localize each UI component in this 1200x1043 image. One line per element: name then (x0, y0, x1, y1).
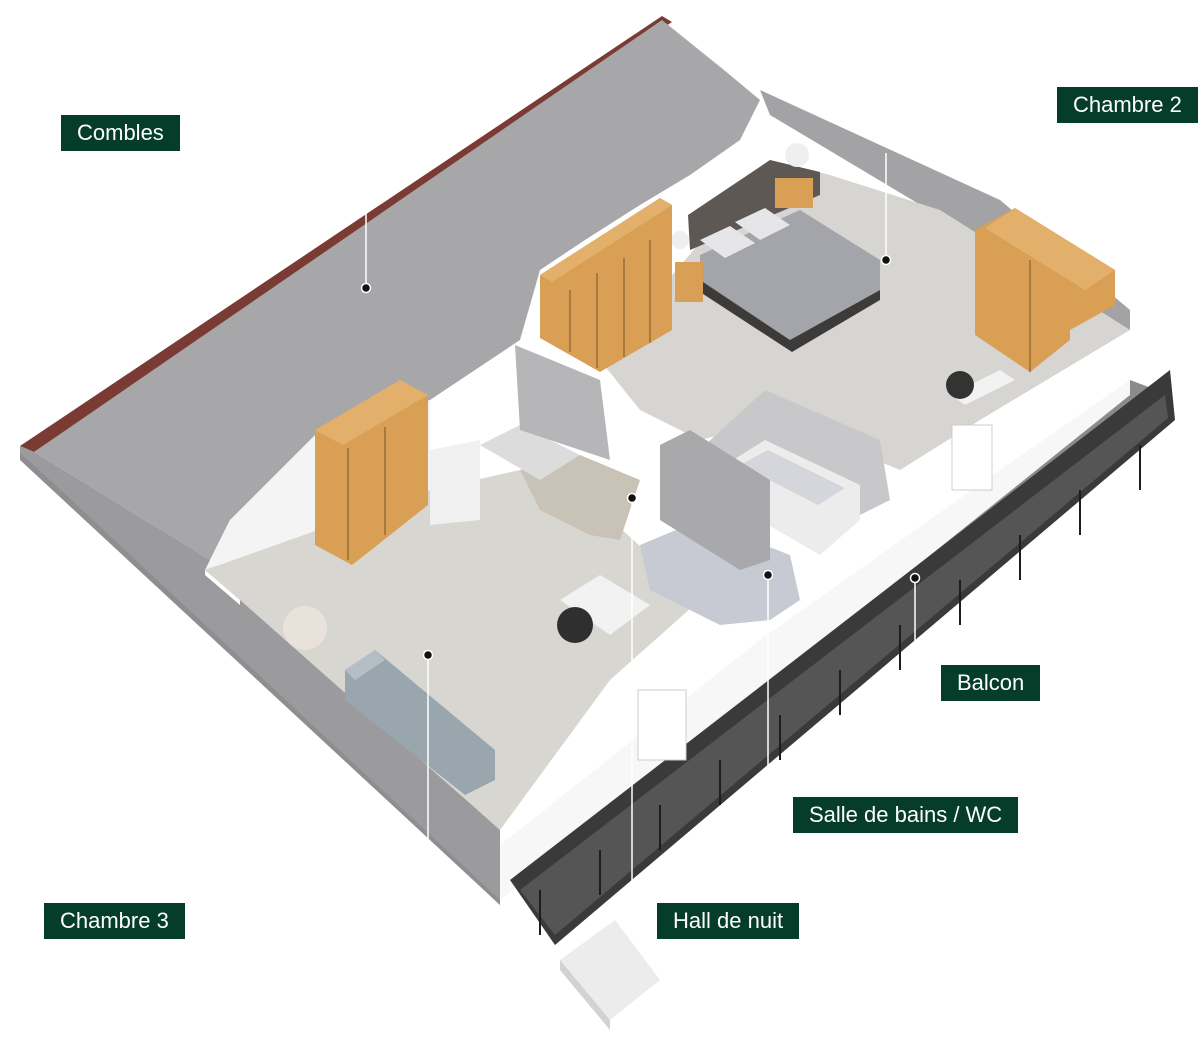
callout-dot (422, 649, 434, 661)
chair-chambre-2 (946, 371, 974, 399)
room-label-salle-de-bains-wc: Salle de bains / WC (793, 797, 1019, 833)
bed-frame (700, 280, 880, 352)
door-balcony (951, 424, 993, 491)
sofa (345, 650, 495, 795)
leader-lines (365, 153, 916, 903)
pillow-1 (735, 208, 790, 240)
chambre-3-inner-wall (205, 570, 240, 605)
wardrobe-bedroom-top (540, 198, 672, 282)
hall-partition-wall (515, 345, 610, 460)
hall-de-nuit-floor (520, 455, 640, 540)
armchair (283, 606, 327, 650)
attic-floor (34, 20, 760, 560)
callout-dot (880, 254, 892, 266)
desk-chambre-3 (560, 575, 650, 635)
chair-chambre-3 (557, 607, 593, 643)
wardrobe-right-top (985, 208, 1115, 290)
callout-dot (360, 282, 372, 294)
railing-bars (539, 445, 1141, 935)
attic-left-wall-face (20, 452, 500, 905)
room-label-chambre-3: Chambre 3 (44, 903, 185, 939)
lamp-left (671, 231, 689, 249)
attic-roof-edge (20, 16, 672, 452)
sofa-back (345, 650, 385, 680)
wardrobe-chambre-3-top (315, 380, 428, 445)
door-hall (637, 689, 687, 761)
hall-partition-wall (430, 440, 480, 525)
wardrobe-bedroom-front (540, 198, 672, 372)
room-label-combles: Combles (61, 115, 180, 151)
exterior-stairs (560, 920, 660, 1020)
nightstand-right (775, 178, 813, 208)
chambre-3-floor (205, 470, 700, 830)
bathtub-inner (740, 450, 845, 505)
room-label-chambre-2: Chambre 2 (1057, 87, 1198, 123)
pillow-2 (700, 226, 755, 258)
callout-dot (762, 569, 774, 581)
exterior-stairs-side (560, 960, 610, 1030)
callout-dot (626, 492, 638, 504)
balcony-railing-face (520, 395, 1168, 935)
lamp-right (785, 143, 809, 167)
bathroom-partition (660, 430, 770, 570)
room-label-balcon: Balcon (941, 665, 1041, 701)
nightstand-left (675, 262, 703, 302)
room-label-hall-de-nuit: Hall de nuit (657, 903, 800, 939)
callout-dots (360, 254, 921, 661)
staircase (480, 425, 580, 480)
callout-dot (909, 572, 921, 584)
